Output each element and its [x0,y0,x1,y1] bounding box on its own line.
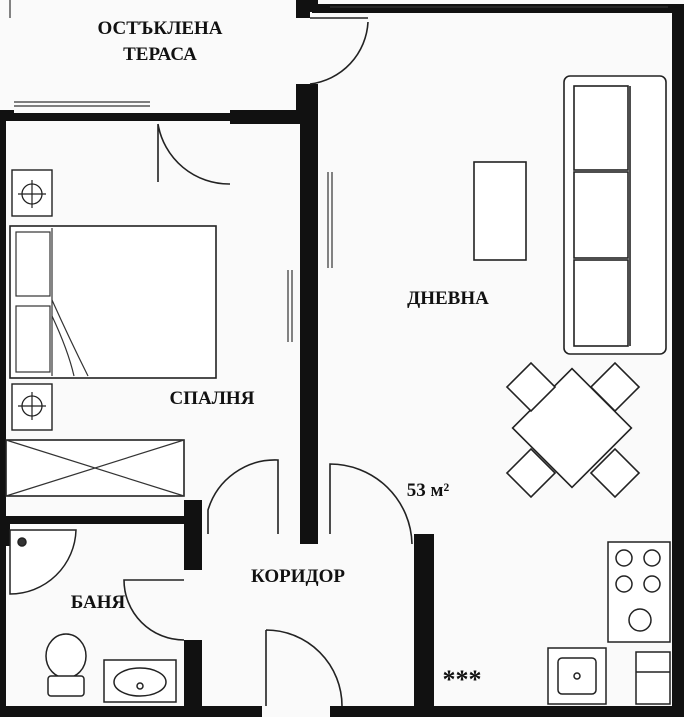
terrace-label-line1: ОСТЪКЛЕНА [97,18,222,39]
nightstand-bottom [11,383,53,431]
doors [123,17,413,707]
wardrobe [5,439,185,497]
toilet [45,633,87,697]
sliding-door-marks [287,172,333,342]
bathroom-label: БАНЯ [71,592,126,613]
bed [9,225,217,379]
kitchen-sink [547,647,607,705]
bath-sink [103,659,177,703]
stars-mark: *** [443,665,482,694]
bedroom-label: СПАЛНЯ [170,388,255,409]
sofa [563,75,667,355]
shower [9,529,77,595]
area-label: 53 м² [407,480,450,501]
coffee-table [473,161,527,261]
living-room-label: ДНЕВНА [407,288,489,309]
fridge [635,651,671,705]
dining-set [505,361,641,499]
corridor-label: КОРИДОР [251,566,345,587]
windows [9,0,668,107]
terrace-label-line2: ТЕРАСА [123,44,197,65]
nightstand-top [11,169,53,217]
stove [607,541,671,643]
